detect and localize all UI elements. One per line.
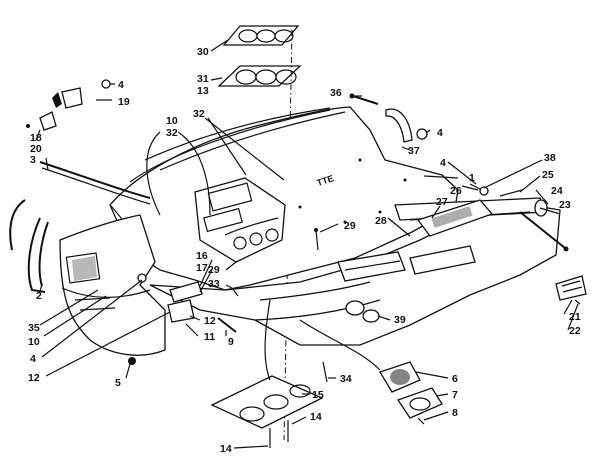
callout-20: 20 [30, 143, 42, 155]
callout-9: 9 [228, 336, 234, 348]
callout-7: 7 [452, 389, 458, 401]
callout-10b: 10 [28, 336, 40, 348]
callout-26: 26 [450, 185, 462, 197]
callout-4d: 4 [30, 353, 36, 365]
callout-12b: 12 [28, 372, 40, 384]
callout-33: 33 [208, 278, 220, 290]
callout-2: 2 [36, 290, 42, 302]
bolt-19-bracket [52, 79, 111, 109]
callout-24: 24 [551, 185, 563, 197]
callout-27: 27 [436, 196, 448, 208]
callout-4a: 4 [118, 79, 124, 91]
callout-labels: 30 31 13 4 19 36 4 37 18 20 3 10 32 32 1… [28, 46, 581, 455]
callout-38: 38 [544, 152, 556, 164]
callout-29b: 29 [208, 264, 220, 276]
bottom-plate [210, 375, 324, 429]
callout-39: 39 [394, 314, 406, 326]
callout-28: 28 [375, 215, 387, 227]
callout-32b: 32 [193, 108, 205, 120]
bolt-36 [349, 93, 379, 105]
vent-grille [337, 245, 476, 282]
bolt-23 [519, 211, 569, 252]
callout-21: 21 [569, 311, 581, 323]
callout-6: 6 [452, 373, 458, 385]
bolt-34 [322, 361, 328, 383]
callout-3: 3 [30, 154, 36, 166]
callout-35: 35 [28, 322, 40, 334]
callout-10a: 10 [166, 115, 178, 127]
callout-22: 22 [569, 325, 581, 337]
callout-30: 30 [197, 46, 209, 58]
callout-11: 11 [204, 331, 215, 343]
callout-32a: 32 [166, 127, 178, 139]
bolt-9 [217, 317, 237, 333]
hood-decal-text: TTE [316, 173, 335, 188]
callout-25: 25 [542, 169, 554, 181]
bolt-29 [314, 228, 319, 251]
nut-5 [128, 357, 136, 365]
callout-12a: 12 [204, 315, 216, 327]
screw-25 [499, 189, 523, 197]
hood-trim-37 [385, 108, 413, 143]
plug-39 [345, 300, 380, 323]
callout-1: 1 [469, 172, 475, 184]
trim-strip-3 [39, 161, 151, 205]
callout-19: 19 [118, 96, 130, 108]
callout-16: 16 [196, 250, 208, 262]
washer-26 [469, 183, 489, 196]
callout-14a: 14 [220, 443, 232, 455]
nut-4b [416, 128, 428, 140]
side-trim-2 [27, 217, 49, 293]
left-side-panel [59, 214, 166, 356]
leader-lines [35, 39, 579, 449]
mount-plate-12 [167, 299, 195, 323]
callout-18: 18 [30, 132, 42, 144]
headlight-assembly [416, 199, 494, 237]
callout-14b: 14 [310, 411, 322, 423]
callout-23: 23 [559, 199, 571, 211]
hinge-18 [26, 111, 57, 131]
gasket-lower [217, 65, 302, 87]
callout-8: 8 [452, 407, 458, 419]
callout-13: 13 [197, 85, 209, 97]
callout-17: 17 [196, 262, 208, 274]
bolt-33 [231, 287, 239, 297]
callout-36: 36 [330, 87, 342, 99]
callout-29a: 29 [344, 220, 356, 232]
callout-5: 5 [115, 377, 121, 389]
mount-bracket-16 [169, 281, 203, 303]
callout-37: 37 [408, 145, 420, 157]
nut-4c [137, 273, 147, 283]
gasket-top [222, 25, 300, 46]
callout-15: 15 [312, 389, 324, 401]
fuel-filter [379, 361, 443, 425]
callout-34: 34 [340, 373, 352, 385]
bumper-left [9, 199, 26, 251]
callout-4b: 4 [437, 127, 443, 139]
callout-4c: 4 [440, 157, 446, 169]
callout-31: 31 [197, 73, 209, 85]
tail-light [555, 275, 587, 305]
